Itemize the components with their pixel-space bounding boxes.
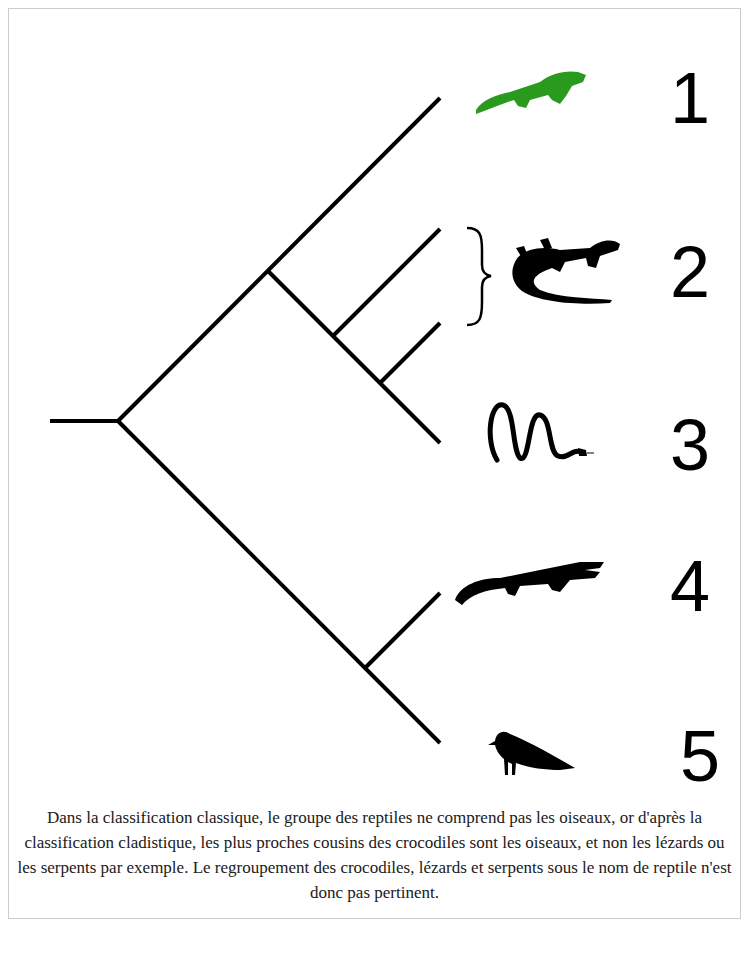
iguana-silhouette xyxy=(476,71,586,114)
caption: Dans la classification classique, le gro… xyxy=(16,805,733,905)
tree xyxy=(50,98,440,743)
crocodile-silhouette xyxy=(455,562,604,605)
branch xyxy=(118,98,440,421)
lizard-silhouette xyxy=(512,241,620,304)
callout-number: 5 xyxy=(680,720,720,792)
branch xyxy=(380,323,440,383)
branch xyxy=(118,421,440,743)
callout-number: 3 xyxy=(670,409,710,481)
callout-number: 4 xyxy=(670,550,710,622)
callout-number: 1 xyxy=(670,62,710,134)
figure-frame xyxy=(9,9,741,919)
callout-number: 2 xyxy=(670,236,710,308)
snake-head xyxy=(578,448,587,456)
snake-silhouette xyxy=(490,405,582,460)
branch xyxy=(333,229,440,336)
branch xyxy=(268,271,440,443)
bracket xyxy=(467,228,491,325)
lizard-legs xyxy=(516,238,552,258)
branch xyxy=(365,593,440,668)
bird-silhouette xyxy=(488,732,575,775)
snake-tongue xyxy=(587,453,594,454)
root-stem xyxy=(50,419,118,423)
